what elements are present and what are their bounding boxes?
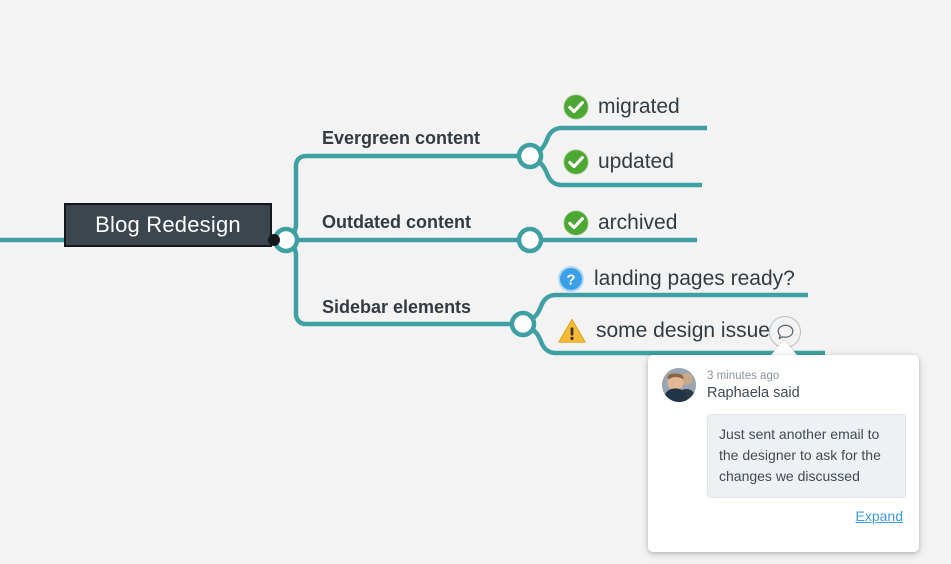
comment-popup-footer: Expand [662, 508, 905, 526]
root-node[interactable]: Blog Redesign [64, 203, 272, 247]
comment-meta: 3 minutes ago Raphaela said [707, 368, 800, 403]
leaf-node-archived[interactable]: archived [563, 210, 677, 236]
question-circle-icon: ? [558, 266, 584, 292]
check-circle-icon [563, 149, 589, 175]
leaf-node-migrated[interactable]: migrated [563, 94, 680, 120]
comment-author: Raphaela said [707, 385, 800, 401]
root-node-label: Blog Redesign [95, 212, 241, 237]
comment-timestamp: 3 minutes ago [707, 370, 780, 382]
connector-sidebar-to-issues [528, 325, 825, 356]
root-node-anchor-dot [268, 234, 280, 246]
leaf-label-migrated: migrated [598, 95, 680, 118]
branch-label-evergreen-content[interactable]: Evergreen content [322, 128, 481, 148]
leaf-node-design-issues[interactable]: some design issues [557, 317, 780, 345]
hub-node-sidebar[interactable] [509, 310, 537, 338]
leaf-label-design-issues: some design issues [596, 319, 781, 342]
check-circle-icon [563, 94, 589, 120]
comment-popup[interactable]: 3 minutes ago Raphaela said Just sent an… [648, 355, 919, 552]
branch-label-sidebar-elements[interactable]: Sidebar elements [322, 297, 472, 317]
leaf-node-landing-pages[interactable]: ? landing pages ready? [557, 265, 795, 293]
expand-link[interactable]: Expand [855, 508, 903, 524]
leaf-label-updated: updated [598, 150, 674, 173]
leaf-label-landing-pages: landing pages ready? [594, 267, 795, 290]
avatar [662, 368, 696, 402]
connector-sidebar-to-landing [528, 292, 808, 323]
comment-popup-header: 3 minutes ago Raphaela said [662, 368, 905, 403]
hub-node-outdated[interactable] [516, 226, 544, 254]
warning-triangle-icon [558, 318, 586, 343]
leaf-label-archived: archived [598, 211, 678, 234]
comment-message-bubble: Just sent another email to the designer … [707, 414, 906, 498]
popup-pointer-arrow [770, 340, 798, 356]
leaf-node-updated[interactable]: updated [563, 149, 674, 175]
hub-node-evergreen[interactable] [516, 142, 544, 170]
speech-bubble-icon [777, 324, 793, 339]
check-circle-icon [563, 210, 589, 236]
branch-label-outdated-content[interactable]: Outdated content [322, 212, 471, 232]
svg-text:?: ? [566, 271, 575, 288]
